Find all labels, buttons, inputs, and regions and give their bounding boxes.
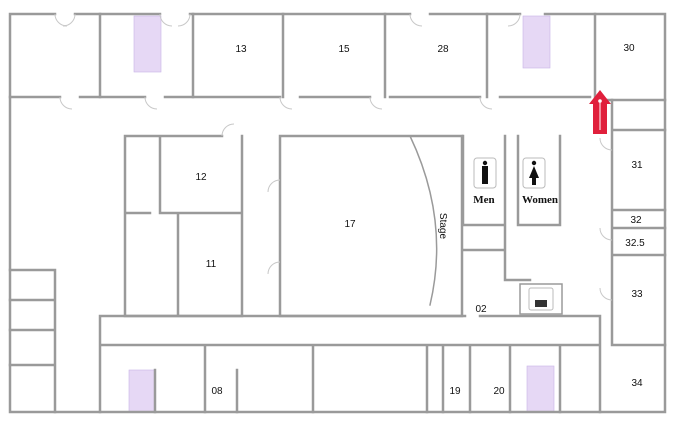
room-08-label: 08 [211,386,223,397]
room-13-label: 13 [235,44,247,55]
room-19-label: 19 [449,386,461,397]
room-31-label: 31 [631,160,643,171]
room-20-label: 20 [493,386,505,397]
room-30-label: 30 [623,43,635,54]
room-11-label: 11 [206,259,217,270]
stage-label: Stage [437,213,448,240]
room-34-label: 34 [631,378,643,389]
room-15-label: 15 [338,44,350,55]
you-are-here-arrow-icon [589,90,611,134]
women-label: Women [522,194,558,206]
man-icon [473,157,497,189]
stairs-icon [128,15,555,413]
room-12-label: 12 [195,172,207,183]
men-label: Men [473,194,494,206]
elevator-icon [528,287,554,311]
woman-icon [522,157,546,189]
room-17-label: 17 [344,219,356,230]
walls [8,12,667,414]
room-32-5-label: 32.5 [625,238,645,249]
room-33-label: 33 [631,289,643,300]
room-32-label: 32 [630,215,642,226]
room-28-label: 28 [437,44,449,55]
doors [54,13,613,301]
room-02-label: 02 [475,304,487,315]
